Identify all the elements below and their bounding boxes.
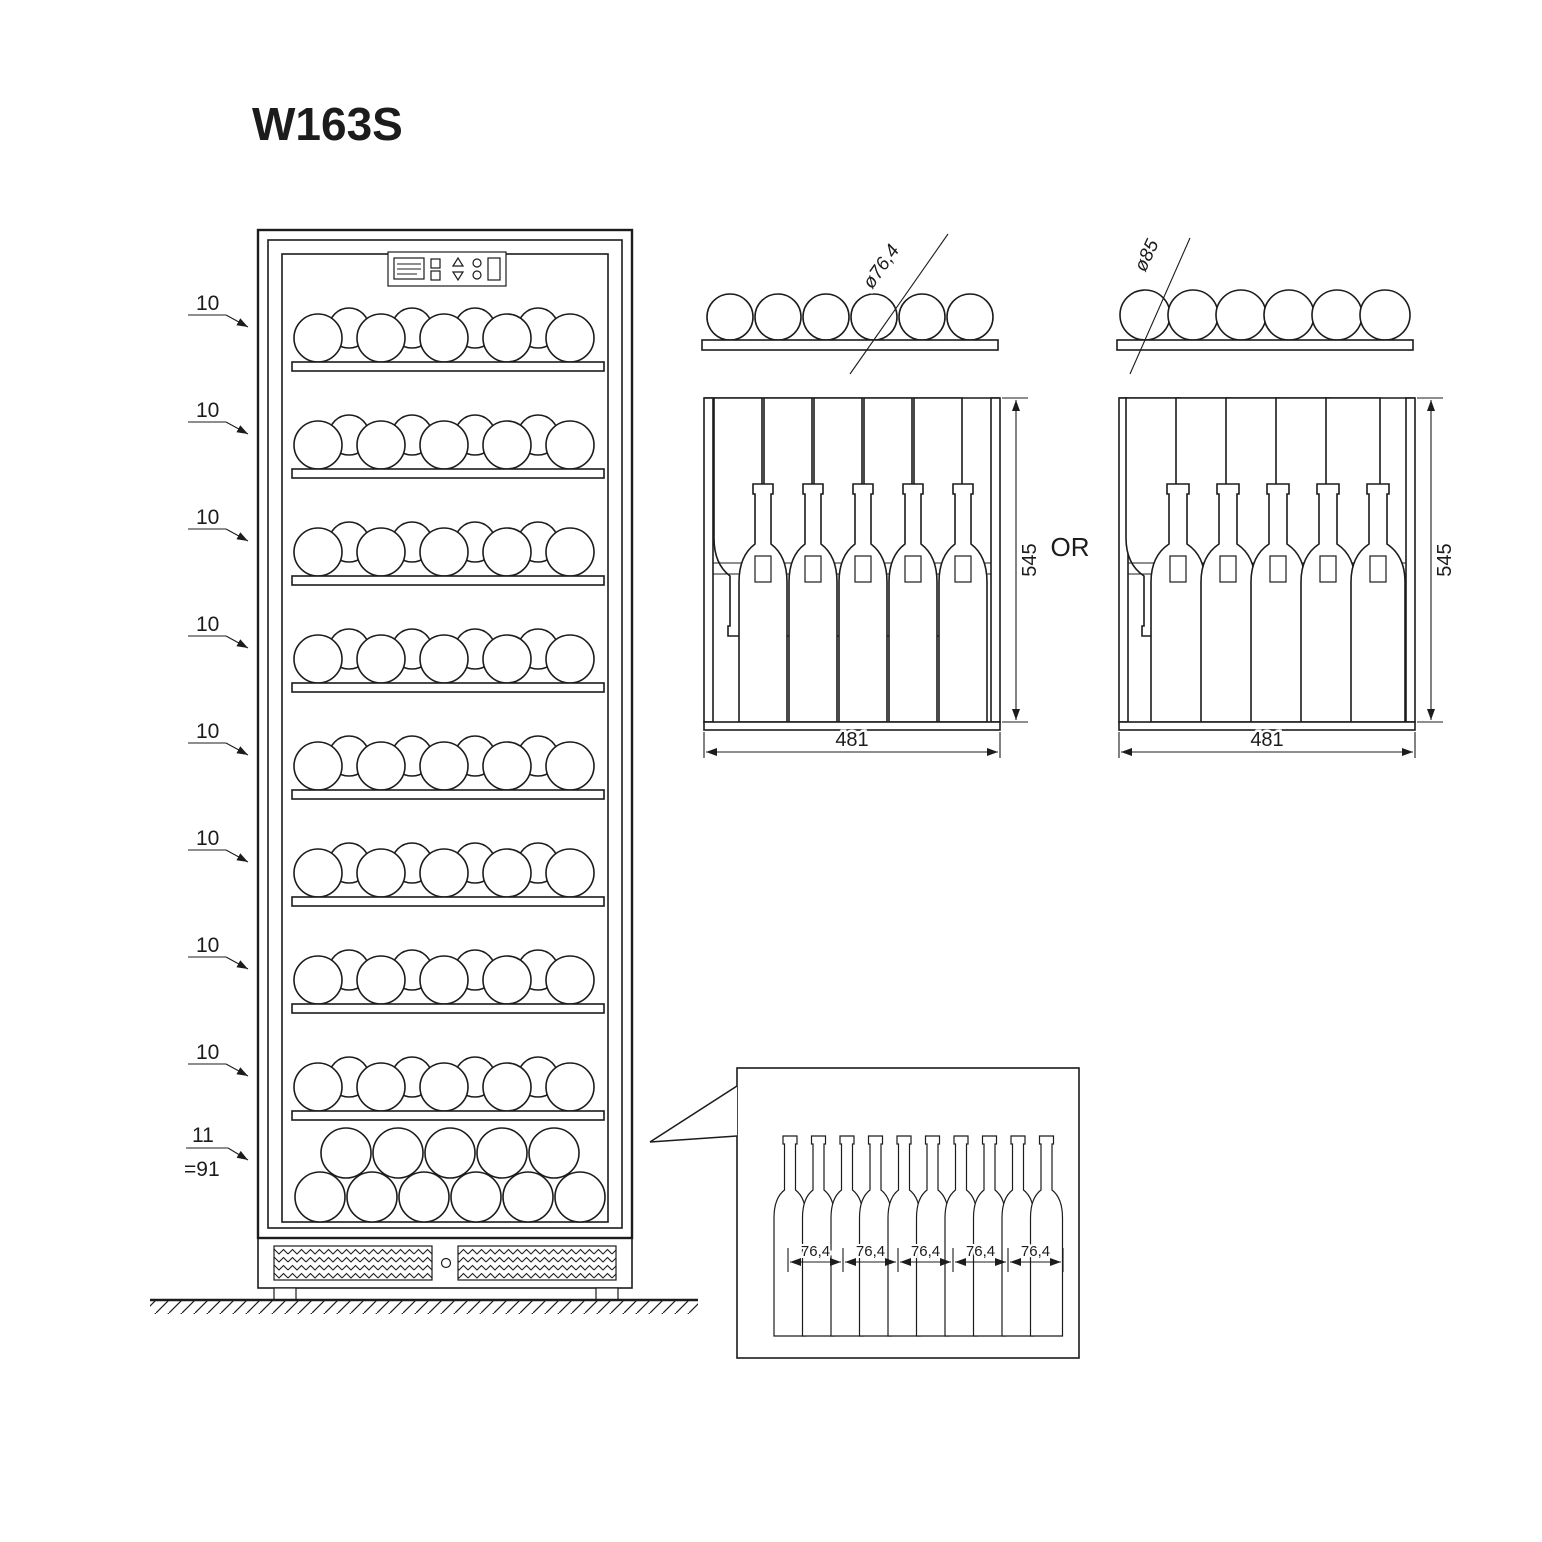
- height-dimension-text: 545: [1019, 543, 1041, 576]
- height-dimension-text: 545: [1434, 543, 1456, 576]
- shelf-row: [291, 735, 605, 800]
- shelf-count-label: 10: [188, 720, 249, 756]
- power-button-icon: [472, 270, 482, 280]
- control-button: [487, 257, 501, 281]
- bottom-count-text: 11: [192, 1124, 214, 1147]
- shelf-row: [291, 628, 605, 693]
- light-button-icon: [472, 258, 482, 268]
- shelf-count-text: 10: [196, 1041, 219, 1064]
- foot-right: [595, 1287, 619, 1301]
- total-count-text: =91: [184, 1158, 220, 1181]
- shelf-count-label: 10: [188, 934, 249, 970]
- bottle-clip: [1219, 555, 1237, 583]
- rack-base-board: [1118, 721, 1416, 731]
- bottle-clip: [1269, 555, 1287, 583]
- callout-bottles: [773, 1135, 1064, 1337]
- control-panel: [387, 251, 507, 287]
- shelf-row: [291, 307, 605, 372]
- temp-down-icon: [451, 271, 465, 282]
- shelf-count-text: 10: [196, 399, 219, 422]
- diameter-leader-line: [849, 233, 949, 375]
- shelf-count-text: 10: [196, 934, 219, 957]
- rack-b-width-dimension: 481: [1118, 727, 1416, 758]
- diameter-leader-line: [1129, 237, 1191, 375]
- shelf-row: [291, 949, 605, 1014]
- shelf-count-text: 10: [196, 827, 219, 850]
- shelf-count-text: 10: [196, 506, 219, 529]
- rack-b-height-dimension: 545: [1417, 397, 1459, 723]
- shelf-count-label: 10: [188, 827, 249, 863]
- or-label: OR: [1051, 532, 1090, 562]
- bottle-clip: [1369, 555, 1387, 583]
- rack-a-side-view: [703, 397, 1001, 731]
- vent-grille-left: [273, 1245, 433, 1281]
- spacing-dimension-text: 76,4: [801, 1243, 830, 1260]
- bottle-diameter-label: ø85: [1131, 236, 1164, 275]
- page-title: W163S: [252, 98, 403, 150]
- bottle-clip: [804, 555, 822, 583]
- rack-b-top-view: ø85: [1116, 234, 1414, 375]
- bottle-diameter-label: ø76,4: [859, 241, 904, 293]
- callout-box: [736, 1067, 1080, 1359]
- bottle-clip: [1169, 555, 1187, 583]
- shelf-count-text: 10: [196, 720, 219, 743]
- callout-pointer: [649, 1135, 738, 1143]
- width-dimension-text: 481: [1250, 729, 1283, 751]
- rack-view-b: ø85: [1116, 234, 1459, 758]
- bottle-clip: [954, 555, 972, 583]
- shelf-count-label: 10: [188, 292, 249, 328]
- rack-post-right: [990, 397, 1001, 723]
- shelf-count-label: 10: [188, 1041, 249, 1077]
- callout-pointer: [649, 1085, 738, 1143]
- spacing-dimension-text: 76,4: [1021, 1243, 1050, 1260]
- rack-b-side-view: [1118, 397, 1416, 731]
- bottle-clip: [854, 555, 872, 583]
- bottom-count-label: 11 =91: [184, 1124, 249, 1181]
- callout-spacing-dimensions: 76,4 76,4 76,4 76,4 76,4: [787, 1241, 1064, 1272]
- shelf-count-labels: 10 10 10 10 10 10 10: [184, 292, 249, 1181]
- rack-a-width-dimension: 481: [703, 727, 1001, 758]
- control-button: [430, 270, 441, 281]
- rack-view-a: ø76,4: [701, 233, 1044, 758]
- shelf-row: [291, 1056, 605, 1121]
- rack-a-top-view: ø76,4: [701, 233, 999, 375]
- bottle-clip: [1319, 555, 1337, 583]
- detail-callout: 76,4 76,4 76,4 76,4 76,4: [649, 1067, 1080, 1359]
- shelf-count-text: 10: [196, 292, 219, 315]
- spacing-dimension-text: 76,4: [966, 1243, 995, 1260]
- shelf-row: [291, 521, 605, 586]
- shelf-row: [291, 414, 605, 479]
- shelf-count-label: 10: [188, 506, 249, 542]
- width-dimension-text: 481: [835, 729, 868, 751]
- rack-base-board: [703, 721, 1001, 731]
- temp-up-icon: [451, 256, 465, 267]
- bottom-bottle-stack: [294, 1127, 606, 1223]
- control-button: [430, 258, 441, 269]
- shelf-row: [291, 842, 605, 907]
- bottle-clip: [754, 555, 772, 583]
- lock-icon: [440, 1257, 452, 1269]
- shelf-count-label: 10: [188, 613, 249, 649]
- spacing-dimension-text: 76,4: [856, 1243, 885, 1260]
- bottle-clip: [904, 555, 922, 583]
- cabinet-door-frame: [267, 239, 623, 1229]
- foot-left: [273, 1287, 297, 1301]
- spacing-dimension-text: 76,4: [911, 1243, 940, 1260]
- ground-line: [150, 1298, 698, 1314]
- rack-post-right: [1405, 397, 1416, 723]
- cabinet-front-view: [256, 228, 634, 1301]
- shelf-count-text: 10: [196, 613, 219, 636]
- rack-a-height-dimension: 545: [1002, 397, 1044, 723]
- ventilation-plinth: [257, 1237, 633, 1301]
- rack-post-left: [703, 397, 714, 723]
- vent-grille-right: [457, 1245, 617, 1281]
- shelf-count-label: 10: [188, 399, 249, 435]
